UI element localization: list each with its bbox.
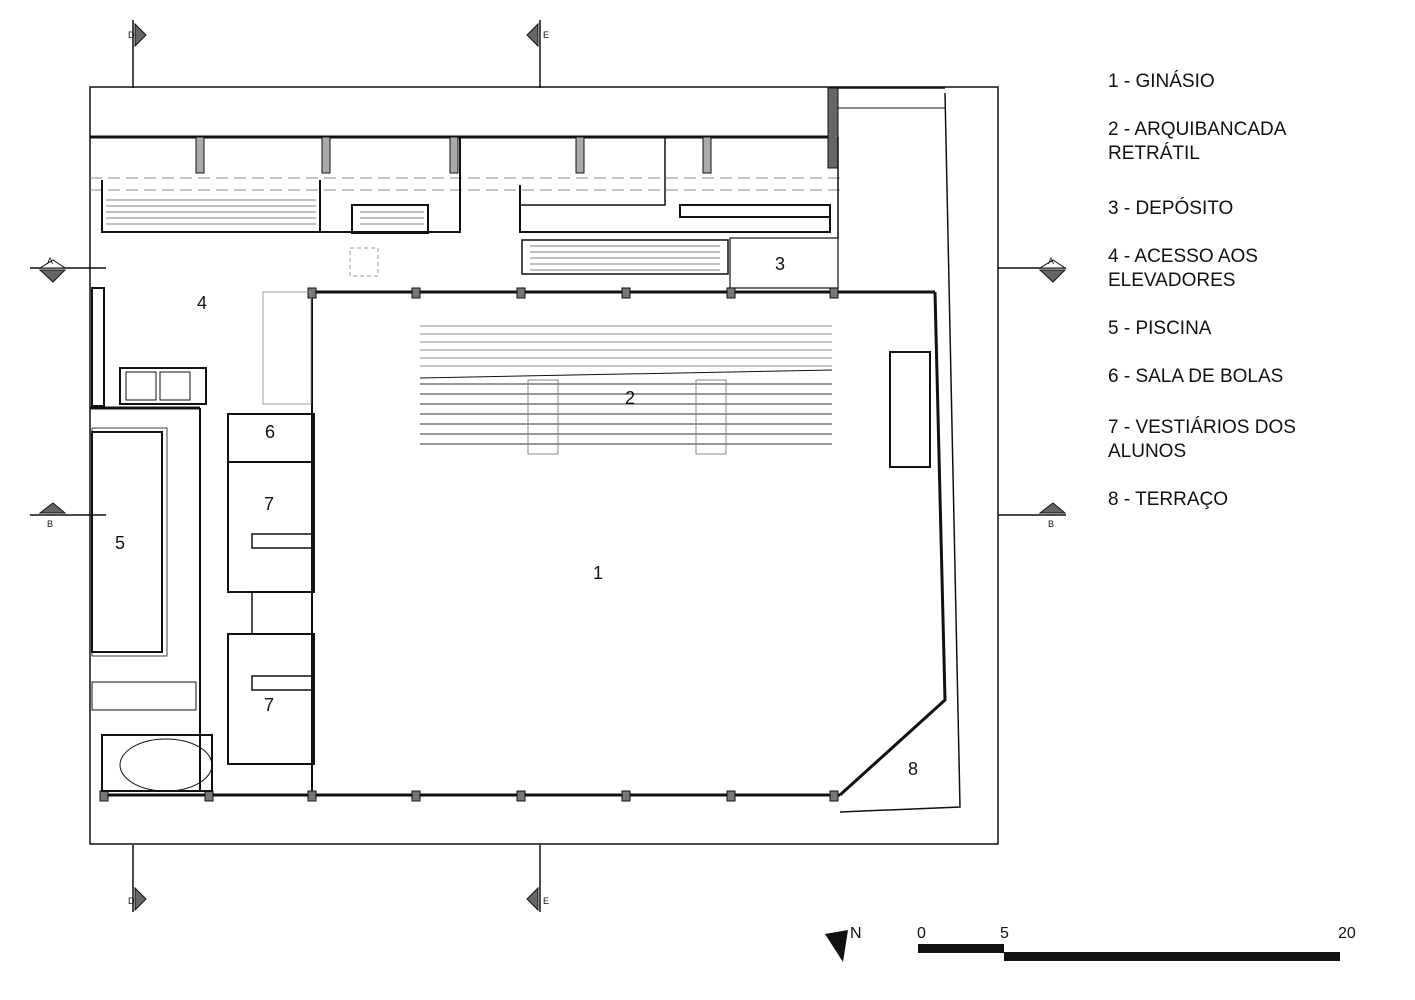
svg-text:N: N — [850, 925, 862, 942]
svg-text:A: A — [1048, 256, 1054, 266]
room-8-label: 8 — [908, 759, 918, 779]
elevator-marker — [349, 247, 379, 277]
left-wing — [90, 287, 312, 792]
section-marker-e-top: E — [526, 20, 549, 88]
svg-text:B: B — [1048, 519, 1054, 529]
svg-text:20: 20 — [1338, 925, 1356, 942]
corridor-stairs — [106, 199, 729, 275]
room-5-label: 5 — [115, 533, 125, 553]
retractable-bleachers — [419, 325, 833, 455]
room-2-label: 2 — [625, 388, 635, 408]
room-3-label: 3 — [775, 254, 785, 274]
svg-text:0: 0 — [917, 925, 926, 942]
legend-item-4: 4 - ACESSO AOS ELEVADORES — [1108, 246, 1258, 291]
legend-item-2: 2 - ARQUIBANCADA RETRÁTIL — [1108, 119, 1286, 164]
legend-item-7: 7 - VESTIÁRIOS DOS ALUNOS — [1108, 417, 1296, 462]
section-marker-d-top: D — [128, 20, 147, 88]
svg-text:E: E — [543, 30, 549, 40]
room-7b-label: 7 — [264, 695, 274, 715]
gym-columns — [99, 287, 839, 802]
section-marker-d-bottom: D — [128, 845, 147, 912]
section-marker-a-right: A — [998, 256, 1067, 283]
room-7a-label: 7 — [264, 494, 274, 514]
svg-text:D: D — [128, 30, 135, 40]
legend-item-8: 8 - TERRAÇO — [1108, 489, 1229, 510]
site-boundary — [89, 86, 999, 845]
scale-bar: 0 5 20 — [917, 925, 1356, 961]
changing-rooms — [227, 413, 315, 765]
section-marker-b-right: B — [998, 502, 1067, 529]
room-4-label: 4 — [197, 293, 207, 313]
legend-item-1: 1 - GINÁSIO — [1108, 71, 1215, 92]
section-marker-b-left: B — [30, 502, 106, 529]
storage-room — [729, 237, 839, 289]
legend-item-3: 3 - DEPÓSITO — [1108, 198, 1234, 219]
legend-item-6: 6 - SALA DE BOLAS — [1108, 366, 1284, 387]
north-arrow: N — [825, 925, 862, 962]
svg-text:D: D — [128, 896, 135, 906]
section-marker-a-left: A — [30, 256, 106, 283]
north-corridor — [90, 87, 840, 238]
room-1-label: 1 — [593, 563, 603, 583]
legend-item-5: 5 - PISCINA — [1108, 318, 1212, 339]
svg-text:A: A — [47, 256, 53, 266]
room-6-label: 6 — [265, 422, 275, 442]
svg-text:E: E — [543, 896, 549, 906]
section-marker-e-bottom: E — [526, 845, 549, 912]
svg-text:B: B — [47, 519, 53, 529]
svg-text:5: 5 — [1000, 925, 1009, 942]
